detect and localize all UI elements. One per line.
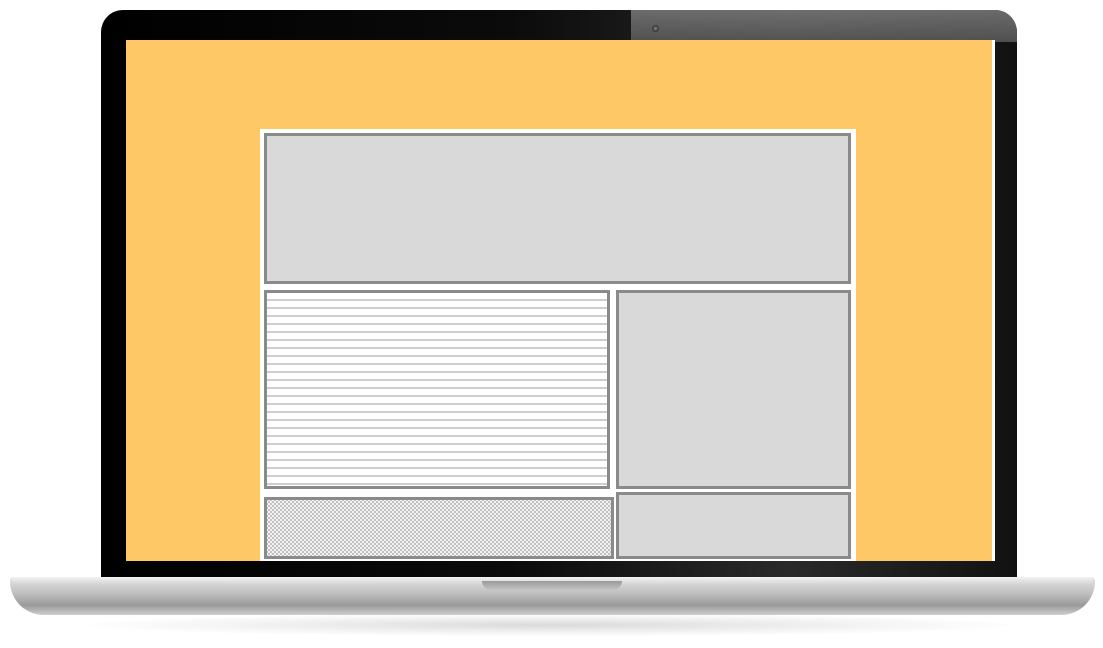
wireframe-page <box>260 129 856 561</box>
wireframe-footer-left-block <box>264 497 614 559</box>
wireframe-side-block <box>616 290 851 489</box>
laptop-hinge-notch <box>482 581 622 590</box>
wireframe-hero-block <box>264 133 851 284</box>
camera-icon <box>652 25 659 32</box>
wireframe-footer-right-block <box>616 492 851 559</box>
lid-reflection <box>631 10 1017 42</box>
laptop-shadow <box>90 614 1010 636</box>
wireframe-text-block <box>264 290 610 489</box>
laptop-screen <box>126 40 995 561</box>
